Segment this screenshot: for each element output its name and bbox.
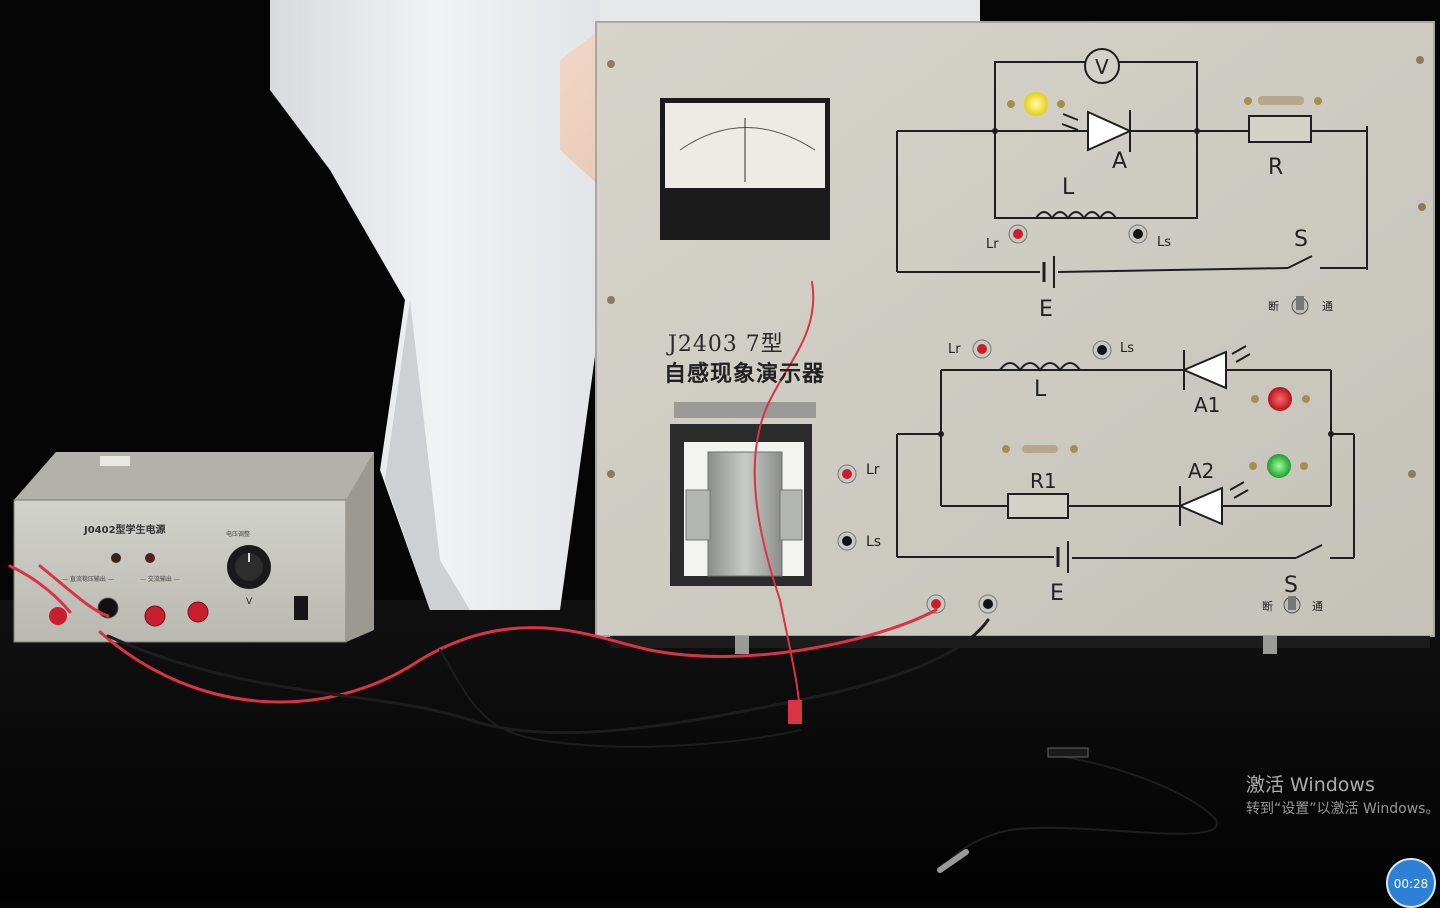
top-toggle-switch[interactable] <box>1291 296 1309 315</box>
top-voltmeter-label: V <box>1095 55 1109 79</box>
transformer-terminal-ls[interactable] <box>837 531 857 551</box>
bottom-lamp-red <box>1251 387 1310 411</box>
power-supply-knob-label: 电压调整 <box>226 531 251 538</box>
top-terminal-lr[interactable] <box>1008 224 1028 244</box>
top-toggle-off-label: 断 <box>1268 299 1279 313</box>
power-supply-dc-label: — 直流稳压输出 — <box>62 576 114 583</box>
bottom-toggle-switch[interactable] <box>1283 596 1301 614</box>
bottom-terminal-ls[interactable] <box>1092 340 1112 360</box>
top-switch-label: S <box>1294 227 1308 252</box>
top-voltmeter <box>1084 48 1120 84</box>
psu-terminal-ac-1[interactable] <box>144 605 166 627</box>
bottom-terminal-lr-label: Lr <box>948 342 961 357</box>
psu-terminal-ac-2[interactable] <box>187 601 209 623</box>
bottom-terminal-lr[interactable] <box>972 339 992 359</box>
top-toggle-on-label: 通 <box>1322 300 1333 313</box>
top-battery-label: E <box>1039 297 1053 322</box>
bottom-toggle-on-label: 通 <box>1312 600 1323 613</box>
transformer-terminal-lr[interactable] <box>837 464 857 484</box>
top-resistor-label: R <box>1268 155 1283 180</box>
top-terminal-lr-label: Lr <box>986 237 999 252</box>
bottom-lamp-green <box>1249 454 1308 478</box>
bottom-resistor-label: R1 <box>1030 469 1057 493</box>
power-supply-ac-label: — 交流输出 — <box>140 576 180 583</box>
top-lamp-yellow <box>1007 92 1065 116</box>
top-lamp-label: A <box>1112 149 1127 174</box>
blank-plate <box>674 402 816 418</box>
power-supply-label: J0402型学生电源 <box>84 525 166 536</box>
bottom-battery-label: E <box>1050 581 1064 606</box>
top-terminal-ls-label: Ls <box>1157 235 1171 250</box>
bottom-lamp1-label: A1 <box>1194 393 1220 417</box>
device-model-label: J2403 7型 <box>668 332 784 357</box>
psu-power-switch[interactable] <box>294 596 308 620</box>
timer-badge[interactable]: 00:28 <box>1386 858 1436 908</box>
top-terminal-ls[interactable] <box>1128 224 1148 244</box>
psu-voltage-knob[interactable] <box>227 545 271 589</box>
analog-meter <box>660 98 830 240</box>
device-title: 自感现象演示器 <box>664 362 826 387</box>
timer-text: 00:28 <box>1393 877 1429 891</box>
bottom-lamp2-label: A2 <box>1188 459 1214 483</box>
top-resistor-component <box>1244 96 1322 105</box>
transformer <box>670 424 812 586</box>
top-resistor <box>1248 115 1312 143</box>
bottom-resistor <box>1007 493 1069 519</box>
transformer-terminal-ls-label: Ls <box>866 534 881 550</box>
wires <box>8 281 1218 873</box>
bottom-circuit <box>896 345 1355 573</box>
activation-watermark-subtitle: 转到“设置”以激活 Windows。 <box>1246 801 1440 817</box>
power-supply-box <box>13 452 374 643</box>
psu-indicator-right <box>145 553 155 563</box>
power-input-terminal-black[interactable] <box>978 594 998 614</box>
bottom-inductor-label: L <box>1034 377 1047 402</box>
psu-terminal-dc-red[interactable] <box>49 607 67 625</box>
top-circuit <box>896 61 1368 288</box>
transformer-terminal-lr-label: Lr <box>866 462 880 478</box>
bottom-switch-label: S <box>1284 573 1298 598</box>
bottom-toggle-off-label: 断 <box>1262 599 1273 613</box>
bottom-terminal-ls-label: Ls <box>1120 341 1134 356</box>
bottom-resistor-component <box>1002 445 1078 453</box>
top-inductor-label: L <box>1062 175 1075 200</box>
psu-indicator-left <box>111 553 121 563</box>
activation-watermark-title: 激活 Windows <box>1246 774 1375 796</box>
psu-knob-unit: V <box>246 597 253 607</box>
power-input-terminal-red[interactable] <box>926 594 946 614</box>
